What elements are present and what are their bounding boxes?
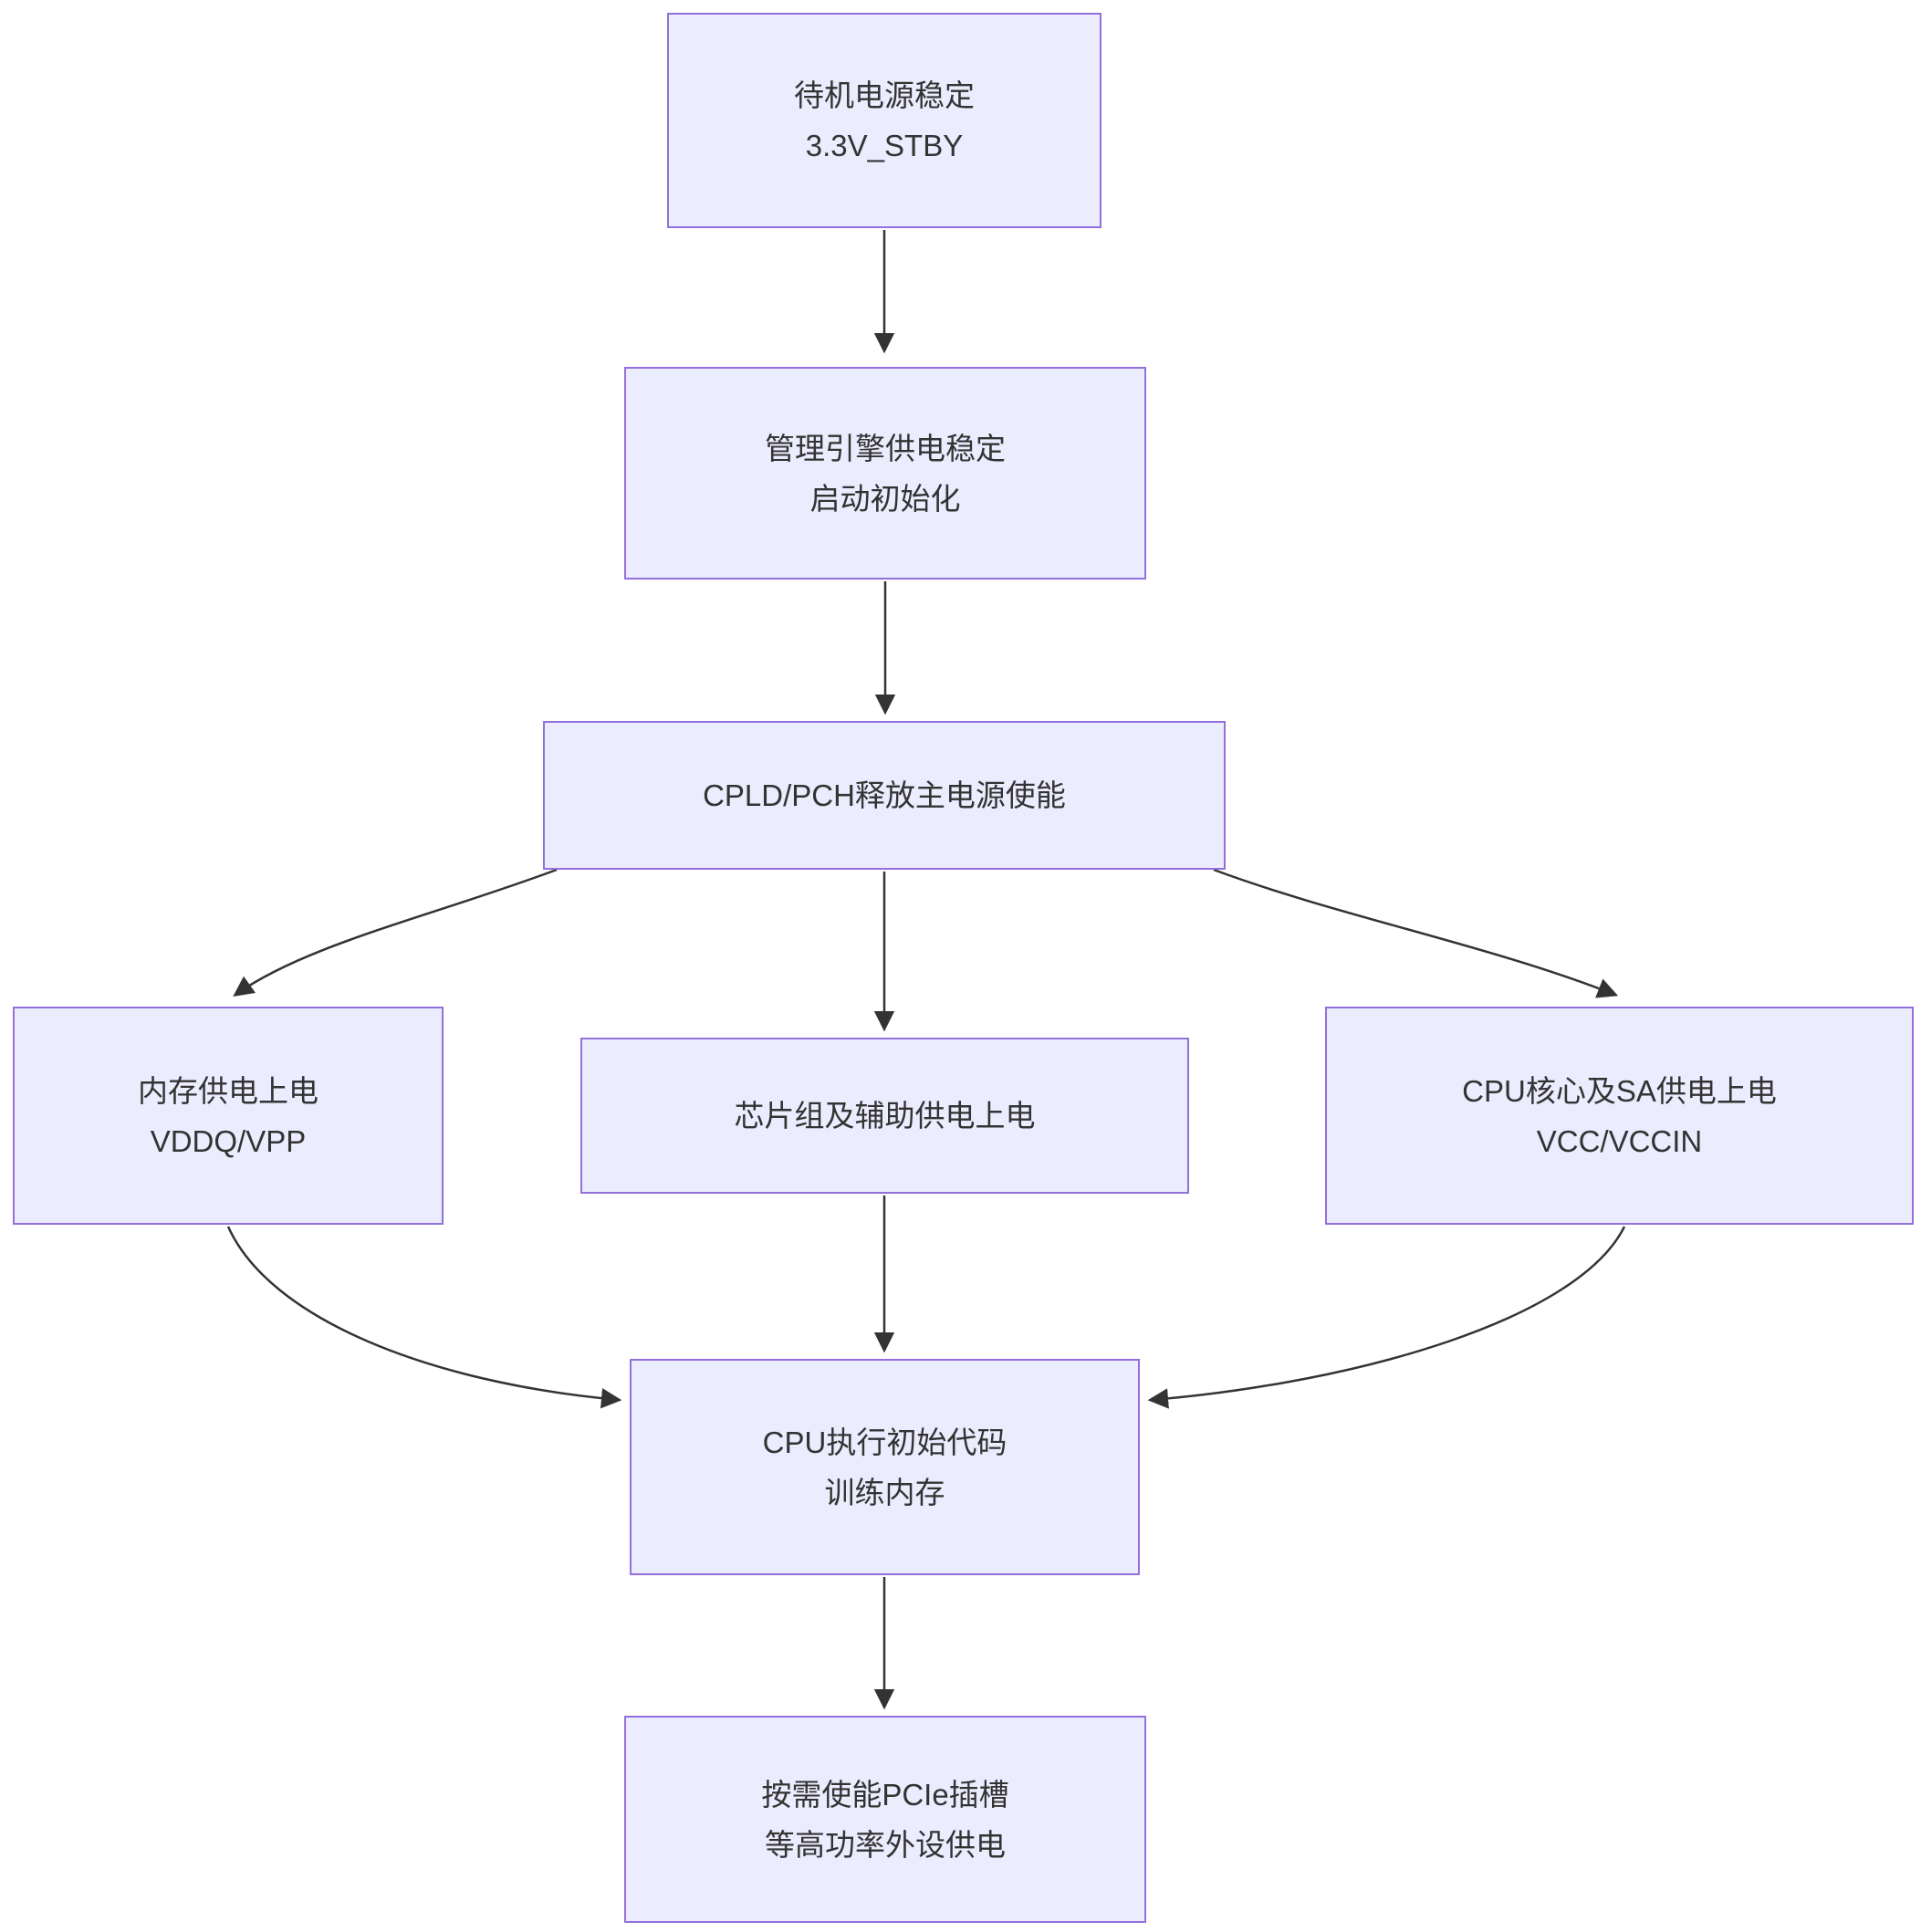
node-cpld-pch-enable-line1: CPLD/PCH释放主电源使能 <box>703 778 1066 812</box>
node-standby-power-line1: 待机电源稳定 <box>794 78 975 112</box>
node-cpu-init-train: CPU执行初始代码 训练内存 <box>630 1359 1140 1575</box>
node-chipset-power: 芯片组及辅助供电上电 <box>580 1038 1189 1194</box>
node-cpld-pch-enable: CPLD/PCH释放主电源使能 <box>543 721 1226 870</box>
node-cpu-init-train-line2: 训练内存 <box>824 1475 945 1509</box>
node-pcie-peripheral: 按需使能PCIe插槽 等高功率外设供电 <box>624 1716 1146 1923</box>
node-memory-power-line1: 内存供电上电 <box>138 1073 318 1108</box>
node-pcie-peripheral-line2: 等高功率外设供电 <box>765 1827 1006 1862</box>
node-chipset-power-line1: 芯片组及辅助供电上电 <box>734 1099 1036 1133</box>
node-pcie-peripheral-line1: 按需使能PCIe插槽 <box>761 1777 1009 1812</box>
arrow-memory-to-train <box>226 1226 622 1409</box>
node-cpu-core-power: CPU核心及SA供电上电 VCC/VCCIN <box>1325 1007 1914 1225</box>
node-cpu-core-power-line2: VCC/VCCIN <box>1536 1123 1703 1158</box>
node-management-engine-line1: 管理引擎供电稳定 <box>765 431 1006 465</box>
node-memory-power: 内存供电上电 VDDQ/VPP <box>13 1007 444 1225</box>
node-memory-power-line2: VDDQ/VPP <box>150 1123 307 1158</box>
node-standby-power-line2: 3.3V_STBY <box>805 129 964 162</box>
node-management-engine: 管理引擎供电稳定 启动初始化 <box>624 367 1146 580</box>
node-cpu-core-power-line1: CPU核心及SA供电上电 <box>1462 1073 1777 1108</box>
arrow-cpupower-to-train <box>1147 1226 1626 1409</box>
arrow-cpld-to-memory <box>233 868 558 997</box>
arrow-cpld-to-cpupower <box>1213 868 1619 998</box>
node-standby-power: 待机电源稳定 3.3V_STBY <box>667 13 1101 228</box>
node-management-engine-line2: 启动初始化 <box>809 481 961 516</box>
node-cpu-init-train-line1: CPU执行初始代码 <box>762 1425 1007 1459</box>
